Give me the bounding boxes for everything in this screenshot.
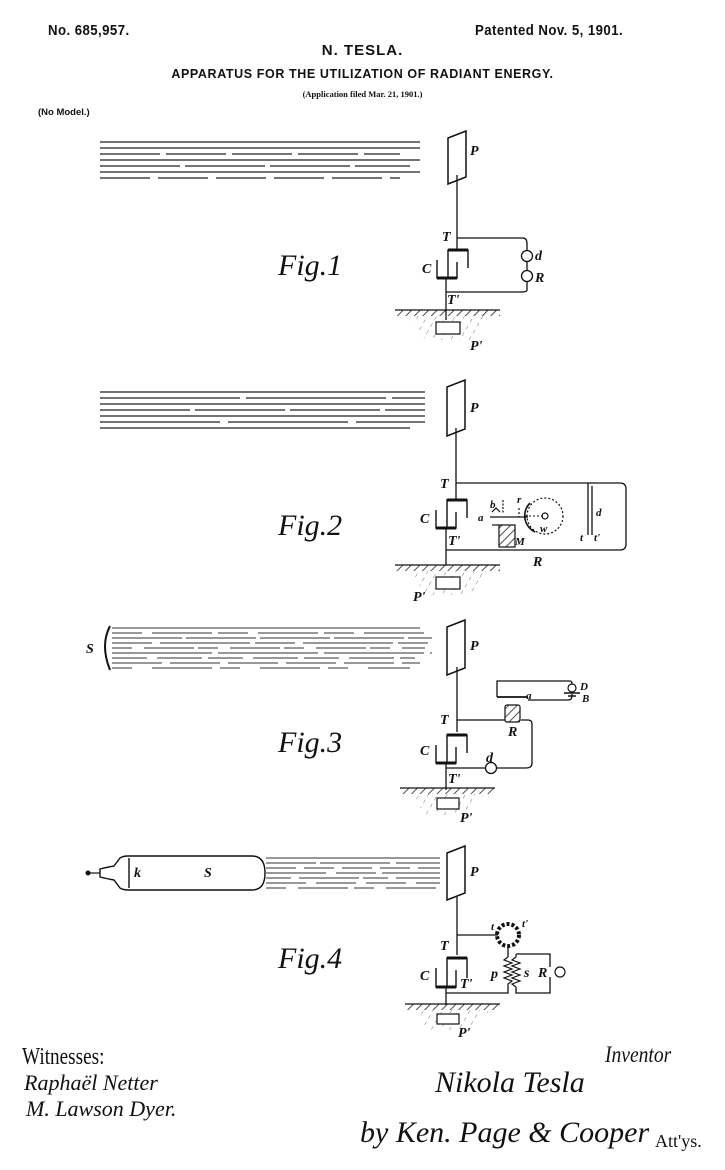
source-reflector [104, 625, 111, 671]
elevated-plate [446, 844, 466, 902]
label-P: P [470, 865, 479, 880]
label-R: R [532, 555, 542, 570]
label-C: C [420, 512, 430, 527]
label-T-prime: T' [447, 293, 460, 308]
attorneys-signature: by Ken. Page & Cooper [360, 1116, 650, 1149]
label-M: M [514, 536, 526, 548]
elevated-plate [446, 618, 466, 677]
label-T-prime: T' [460, 977, 473, 992]
label-T: T [442, 230, 452, 245]
label-T-prime: T' [448, 534, 461, 549]
figure-label: Fig.4 [277, 942, 342, 975]
label-P-prime: P' [458, 1026, 471, 1041]
capacitor [435, 733, 468, 790]
capacitor [435, 498, 468, 565]
label-P: P [470, 144, 479, 159]
attorneys-label: Att'ys. [655, 1131, 702, 1151]
model-note: (No Model.) [38, 107, 90, 118]
witnesses-label: Witnesses: [22, 1044, 105, 1070]
figure-label: Fig.2 [277, 509, 342, 542]
label-d: d [535, 249, 543, 264]
label-t: t [580, 532, 584, 544]
witness-signature-1: Raphaël Netter [24, 1070, 158, 1095]
label-d: d [486, 751, 494, 766]
application-filed: (Application filed Mar. 21, 1901.) [302, 89, 423, 99]
vacuum-tube [85, 855, 266, 891]
label-P-prime: P' [460, 811, 473, 826]
figure-1: P d R T C T' P' Fig.1 [100, 129, 544, 354]
label-S: S [86, 642, 94, 657]
inventor-name: N. TESLA. [321, 42, 404, 59]
device-D [567, 683, 577, 693]
radiant-rays [100, 391, 425, 429]
ground [400, 787, 495, 815]
label-T: T [440, 939, 450, 954]
label-t: t [491, 921, 495, 933]
secondary-coil-s [510, 954, 522, 988]
label-a: a [478, 512, 484, 524]
patent-date: Patented Nov. 5, 1901. [475, 22, 624, 39]
label-a: a [526, 690, 532, 702]
figure-label: Fig.3 [277, 726, 342, 759]
label-B: B [581, 693, 589, 705]
label-d: d [596, 507, 602, 519]
label-P-prime: P' [470, 339, 483, 354]
label-t-prime: t' [522, 918, 528, 930]
label-s: s [523, 966, 530, 981]
label-R: R [507, 725, 517, 740]
label-D: D [579, 681, 588, 693]
label-b: b [490, 499, 496, 511]
figure-4: k S P t t' p s [85, 844, 566, 1041]
inventor-signature: Nikola Tesla [435, 1066, 585, 1099]
receiver-R [520, 269, 534, 283]
device-d [484, 761, 498, 775]
label-P-prime: P' [413, 590, 426, 605]
inventor-label: Inventor [605, 1042, 672, 1067]
ground [395, 564, 500, 595]
label-p: p [490, 967, 498, 982]
relay-R [504, 704, 521, 723]
figure-label: Fig.1 [277, 249, 342, 282]
witness-signature-2: M. Lawson Dyer. [26, 1096, 177, 1121]
relay-mechanism [490, 500, 528, 526]
capacitor [435, 956, 468, 1005]
figure-2: P T C T' a [100, 378, 627, 605]
label-C: C [422, 262, 432, 277]
ground [395, 309, 500, 340]
label-k: k [134, 866, 141, 881]
label-C: C [420, 969, 430, 984]
label-P: P [470, 639, 479, 654]
label-S: S [204, 866, 212, 881]
label-R: R [537, 966, 547, 981]
label-P: P [470, 401, 479, 416]
label-t-prime: t' [594, 532, 600, 544]
primary-coil-p [502, 956, 514, 987]
label-R: R [534, 271, 544, 286]
device-d [520, 249, 534, 263]
patent-title: APPARATUS FOR THE UTILIZATION OF RADIANT… [171, 67, 554, 81]
capacitor [436, 248, 469, 320]
receiver-R [554, 966, 566, 978]
label-T: T [440, 713, 450, 728]
label-T-prime: T' [448, 772, 461, 787]
figure-3: S P D B [86, 618, 589, 826]
elevated-plate [447, 129, 467, 186]
label-C: C [420, 744, 430, 759]
patent-number: No. 685,957. [48, 22, 130, 39]
elevated-plate [446, 378, 466, 438]
ground [405, 1003, 500, 1030]
label-T: T [440, 477, 450, 492]
battery-B [564, 692, 580, 697]
radiant-rays [112, 627, 432, 669]
wheel-w [523, 497, 564, 535]
ring-t [495, 922, 521, 948]
label-w: w [540, 523, 548, 535]
radiant-rays [266, 857, 440, 889]
radiant-rays [100, 141, 420, 179]
label-r: r [517, 494, 522, 506]
magnet-M [498, 524, 516, 548]
